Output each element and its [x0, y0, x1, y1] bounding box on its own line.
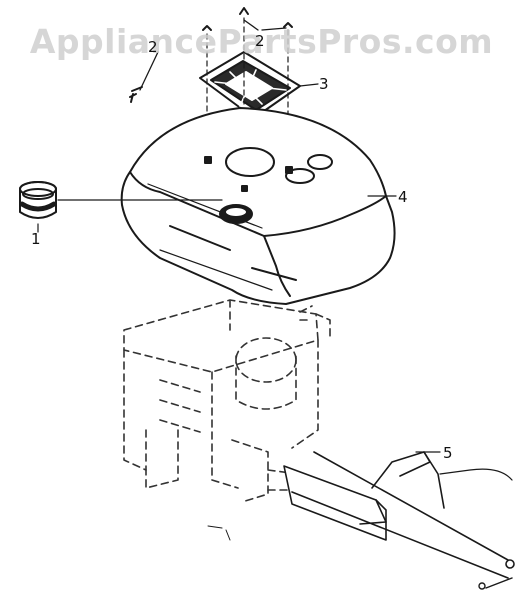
callout-3: 3: [319, 75, 329, 93]
callout-2-right: 2: [255, 32, 265, 50]
engine-shroud: [120, 107, 396, 305]
callout-5: 5: [443, 444, 453, 462]
leader-line-3: [299, 83, 319, 87]
muffler-bracket: [283, 451, 515, 590]
callout-2-left: 2: [148, 38, 158, 56]
callout-1: 1: [31, 230, 41, 248]
watermark-text: AppliancePartsPros.com: [29, 22, 494, 61]
leader-lines-2: [139, 19, 287, 91]
callout-4: 4: [398, 188, 408, 206]
grille-screen: [199, 51, 301, 119]
screw-parts: [129, 7, 293, 103]
fuel-cap: [19, 181, 57, 233]
stray-marks: [207, 525, 231, 541]
